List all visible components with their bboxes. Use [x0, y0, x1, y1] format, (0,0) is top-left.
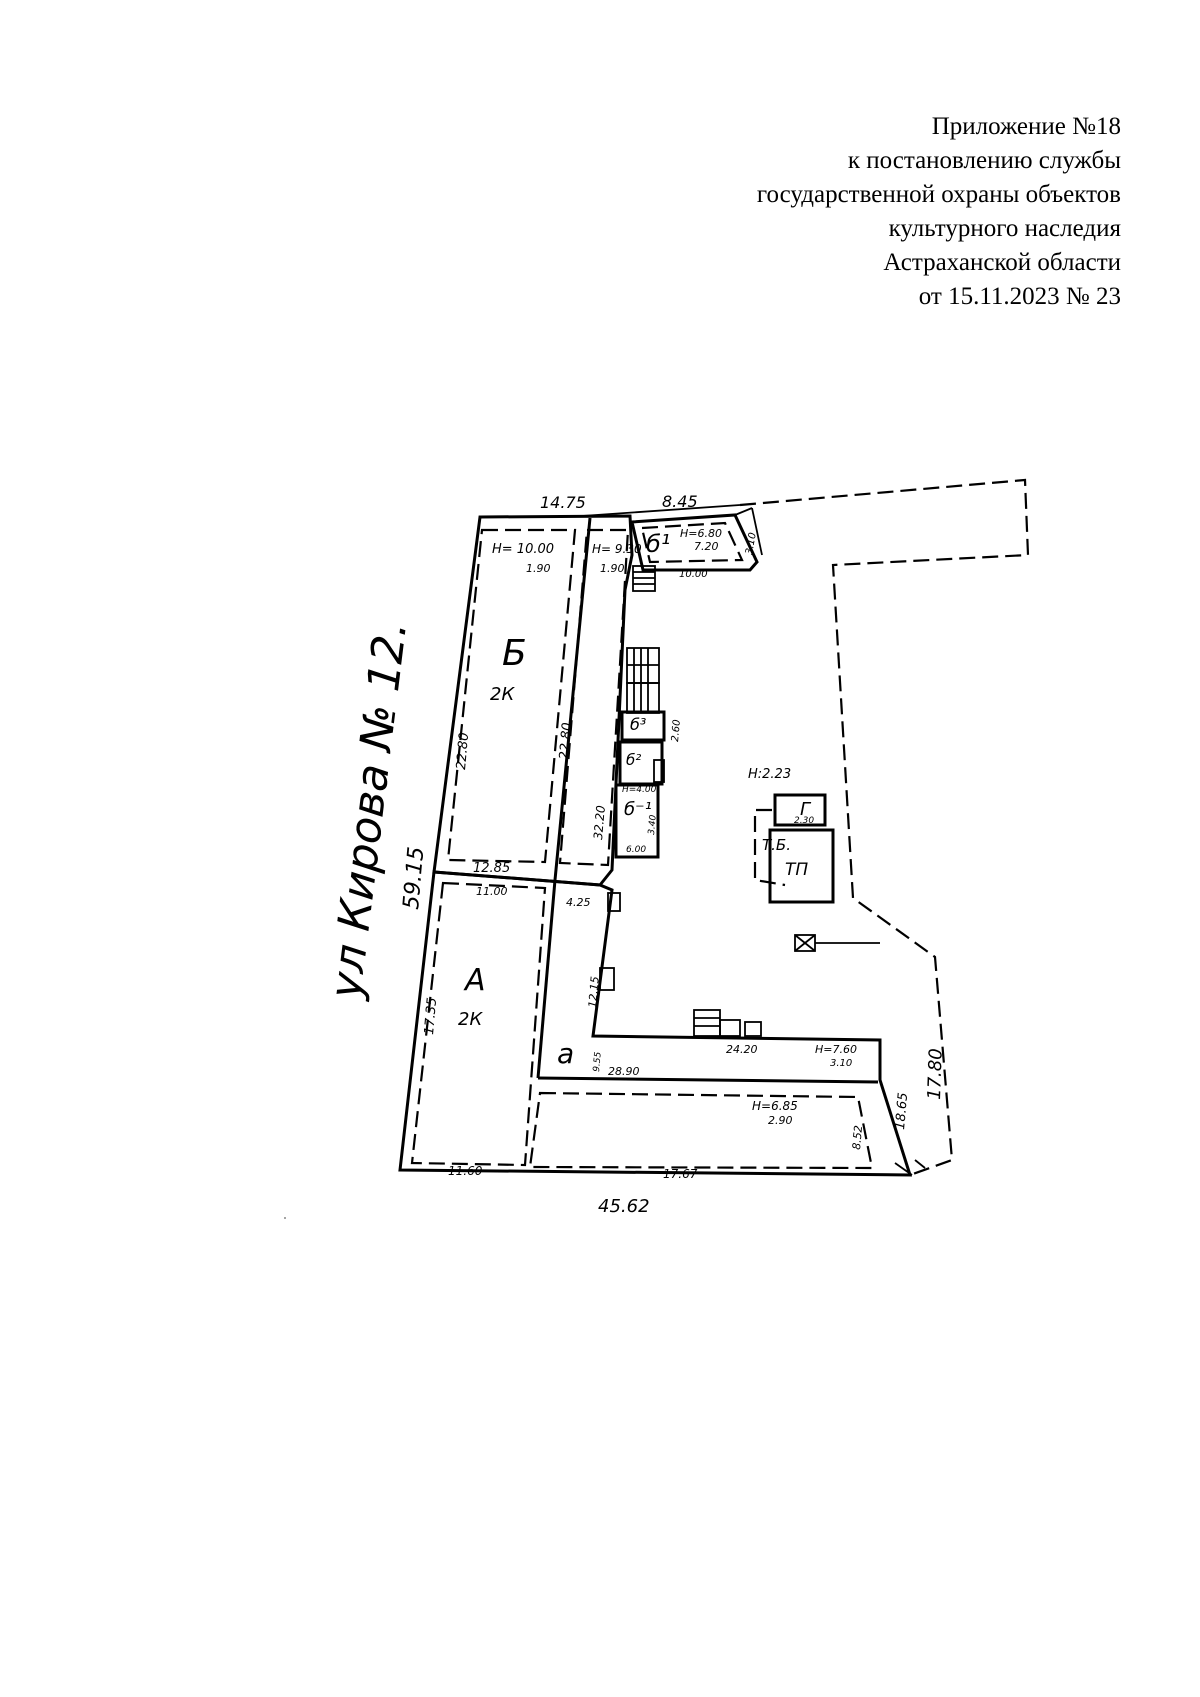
east-inner-dim: 18.65: [893, 1092, 911, 1130]
lot-corner-mark: [894, 1162, 913, 1176]
building-a-wing-east-dim: 8.52: [850, 1125, 865, 1151]
building-b-east-floor-outline: [558, 528, 630, 867]
annex-b-dash-1: [614, 783, 660, 859]
structure-tp: [768, 828, 835, 904]
appendix-region-line: Астраханской области: [883, 249, 1121, 276]
building-a-courtyard-dim: 12.15: [586, 976, 602, 1009]
annex-b3-dim: 2.60: [670, 719, 683, 742]
building-a-courtyard-south-dim: 24.20: [726, 1043, 758, 1056]
lot-boundary-north: [581, 504, 741, 517]
building-b-letter: Б: [502, 633, 527, 674]
stair-mid-2: [626, 682, 660, 714]
building-a-corner-height: Н=7.60: [815, 1043, 857, 1056]
building-a-wing-height: Н=6.85: [752, 1099, 798, 1113]
building-a-top-dim: 11.00: [476, 885, 508, 898]
building-a-entrance-2: [599, 967, 615, 991]
building-a-wing-height-sub: 2.90: [768, 1114, 793, 1127]
structure-g-letter: Г: [800, 799, 812, 820]
building-a-small-letter: а: [557, 1037, 574, 1070]
structure-tb-label: Т.Б.: [762, 836, 791, 854]
building-b-height-east-sub: 1.90: [600, 562, 625, 575]
annex-b2-letter: б²: [626, 751, 641, 769]
structure-g-dim: 2.30: [794, 816, 814, 826]
appendix-heritage-line: культурного наследия: [888, 215, 1121, 242]
building-a-corner-height-sub: 3.10: [830, 1058, 852, 1069]
building-b-west-dim: 22.80: [454, 732, 472, 770]
building-a-small-dim: 9.55: [592, 1051, 604, 1072]
appendix-header: Приложение №18 к постановлению службы го…: [601, 110, 1121, 314]
lot-south-dim: 45.62: [598, 1196, 650, 1217]
appendix-agency-line: государственной охраны объектов: [756, 181, 1121, 208]
building-a-wing-wall: [537, 1076, 879, 1084]
building-b-height-west-sub: 1.90: [526, 562, 551, 575]
building-b-floors: 2К: [490, 684, 515, 705]
building-a-inner-wall: [536, 879, 557, 1079]
annex-b1-height: Н=6.80: [680, 527, 722, 540]
lot-east-dim: 17.80: [924, 1048, 947, 1100]
stair-mid-1: [626, 647, 660, 684]
annex-b1-height-sub: 7.20: [694, 540, 719, 553]
annex-b3: [620, 710, 666, 742]
building-a-entrance-1: [607, 892, 621, 912]
building-a-wing-top-dim: 28.90: [608, 1065, 640, 1078]
annex-b-dash-1-south-dim: 6.00: [626, 845, 646, 855]
building-a-bottom-dim: 11.60: [448, 1164, 483, 1178]
building-b1-outline: [630, 513, 759, 572]
courtyard-height: Н:2.23: [748, 767, 791, 782]
scan-speck: [284, 1217, 286, 1219]
annex-b-dash-1-east-dim: 3.40: [647, 814, 659, 835]
building-b1-annex-line: [734, 507, 753, 516]
annex-b1-south-dim: 10.00: [679, 569, 708, 580]
structure-tp-label: ТП: [785, 860, 808, 880]
building-b1-floor-outline: [640, 521, 744, 564]
building-b-south-dim: 12.85: [473, 861, 510, 876]
building-a-floors: 2К: [458, 1009, 483, 1030]
lot-west-dim: 59.15: [399, 846, 429, 911]
building-a-wing-bottom-dim: 17.67: [663, 1167, 698, 1181]
street-label: ул Кирова № 12.: [320, 619, 417, 1004]
building-b-height-west: Н= 10.00: [492, 542, 554, 557]
structure-g: [773, 793, 827, 827]
appendix-ref-line: к постановлению службы: [847, 147, 1121, 174]
annex-b-dash-1-letter: б⁻¹: [624, 799, 652, 820]
building-a-outline: [398, 870, 913, 1177]
building-a-west-dim: 17.35: [422, 997, 440, 1035]
annex-b2-height: Н=4.00: [622, 785, 657, 795]
building-b-height-east: Н= 9.30: [592, 542, 642, 556]
stair-north: [632, 565, 656, 592]
annex-b1-letter: б¹: [646, 530, 670, 558]
lot-boundary: [739, 478, 1030, 1177]
building-a-letter: А: [463, 963, 486, 998]
structure-tb-outline: [753, 808, 786, 887]
stair-south: [693, 1009, 762, 1037]
lot-corner-mark-2: [914, 1159, 926, 1169]
lot-north-a-dim: 14.75: [540, 493, 586, 512]
annex-b2-porch: [653, 759, 665, 783]
building-b-courtyard-dim: 32.20: [591, 804, 608, 840]
lot-north-b-dim: 8.45: [662, 492, 698, 511]
building-a-floor-outline: [410, 881, 547, 1167]
building-b-floor-outline: [446, 528, 577, 864]
courtyard-well-symbol: [794, 934, 880, 952]
building-b-east-dim: 22.80: [557, 722, 575, 760]
building-b1-annex-line-2: [751, 507, 763, 556]
appendix-number: Приложение №18: [931, 113, 1121, 140]
building-a-step-dim: 4.25: [566, 896, 591, 909]
appendix-date-line: от 15.11.2023 № 23: [918, 283, 1121, 310]
annex-b3-letter: б³: [630, 715, 646, 734]
building-a-wing-floor-outline: [528, 1091, 874, 1170]
annex-b1-east-dim: 3.10: [744, 532, 759, 556]
